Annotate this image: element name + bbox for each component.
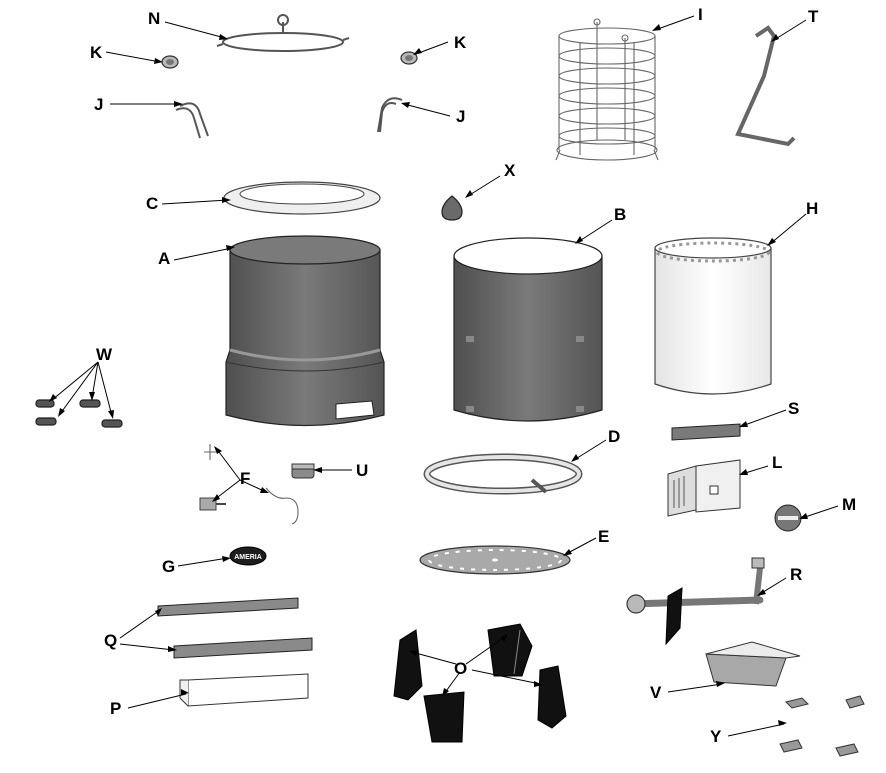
callout-r: R bbox=[790, 565, 802, 584]
part-h-inner-pot bbox=[654, 237, 772, 395]
callout-f: F bbox=[240, 469, 250, 488]
part-l-control-box bbox=[667, 459, 741, 517]
part-t-hook-rod bbox=[735, 25, 796, 147]
part-s-heat-strip bbox=[671, 423, 741, 441]
callout-d: D bbox=[608, 427, 620, 446]
callout-labels: N K K J J I T C X B H A W S D U F L M E … bbox=[90, 5, 856, 746]
part-y-clips bbox=[779, 695, 865, 757]
callout-k-right: K bbox=[454, 33, 467, 52]
callout-u: U bbox=[356, 461, 368, 480]
part-a-outer-body bbox=[225, 235, 385, 427]
callout-t: T bbox=[808, 7, 819, 26]
part-c-top-ring bbox=[223, 181, 381, 215]
part-e-base-plate bbox=[419, 545, 571, 575]
part-u-block bbox=[291, 463, 315, 479]
badge-text: AMERIA bbox=[234, 554, 262, 561]
callout-q: Q bbox=[104, 631, 117, 650]
part-w-feet bbox=[35, 399, 123, 428]
callout-o: O bbox=[454, 659, 467, 678]
part-j-handle-left bbox=[175, 102, 209, 139]
callout-h: H bbox=[806, 199, 818, 218]
leader-lines bbox=[49, 15, 839, 737]
part-p-drip-tray bbox=[179, 673, 309, 707]
part-q-rails bbox=[157, 597, 313, 659]
callout-k-left: K bbox=[90, 43, 103, 62]
callout-b: B bbox=[614, 205, 626, 224]
callout-n: N bbox=[148, 9, 160, 28]
callout-m: M bbox=[842, 495, 856, 514]
callout-c: C bbox=[146, 194, 158, 213]
callout-j-right: J bbox=[456, 107, 465, 126]
callout-y: Y bbox=[710, 727, 722, 746]
part-v-water-pan bbox=[705, 641, 801, 687]
part-i-wire-basket bbox=[555, 18, 659, 161]
callout-v: V bbox=[650, 683, 662, 702]
part-k-knob-left bbox=[161, 55, 179, 69]
callout-l: L bbox=[772, 453, 782, 472]
part-n-wire-rack bbox=[216, 14, 350, 52]
part-r-regulator-arm bbox=[626, 557, 765, 646]
part-x-drip-cap bbox=[441, 195, 463, 221]
callout-e: E bbox=[598, 527, 609, 546]
callout-s: S bbox=[788, 399, 799, 418]
part-d-burner-ring bbox=[423, 453, 583, 495]
callout-x: X bbox=[504, 161, 516, 180]
callout-g: G bbox=[162, 557, 175, 576]
part-o-legs bbox=[393, 623, 567, 743]
callout-w: W bbox=[96, 345, 113, 364]
callout-j-left: J bbox=[94, 95, 103, 114]
callout-p: P bbox=[110, 699, 121, 718]
part-g-brand-badge: AMERIA bbox=[229, 546, 267, 566]
part-j-handle-right bbox=[377, 97, 403, 133]
part-b-shell bbox=[453, 237, 603, 422]
part-f-igniter-wire bbox=[199, 444, 299, 525]
part-m-control-knob bbox=[774, 504, 802, 532]
callout-a: A bbox=[158, 249, 170, 268]
callout-i: I bbox=[698, 5, 703, 24]
